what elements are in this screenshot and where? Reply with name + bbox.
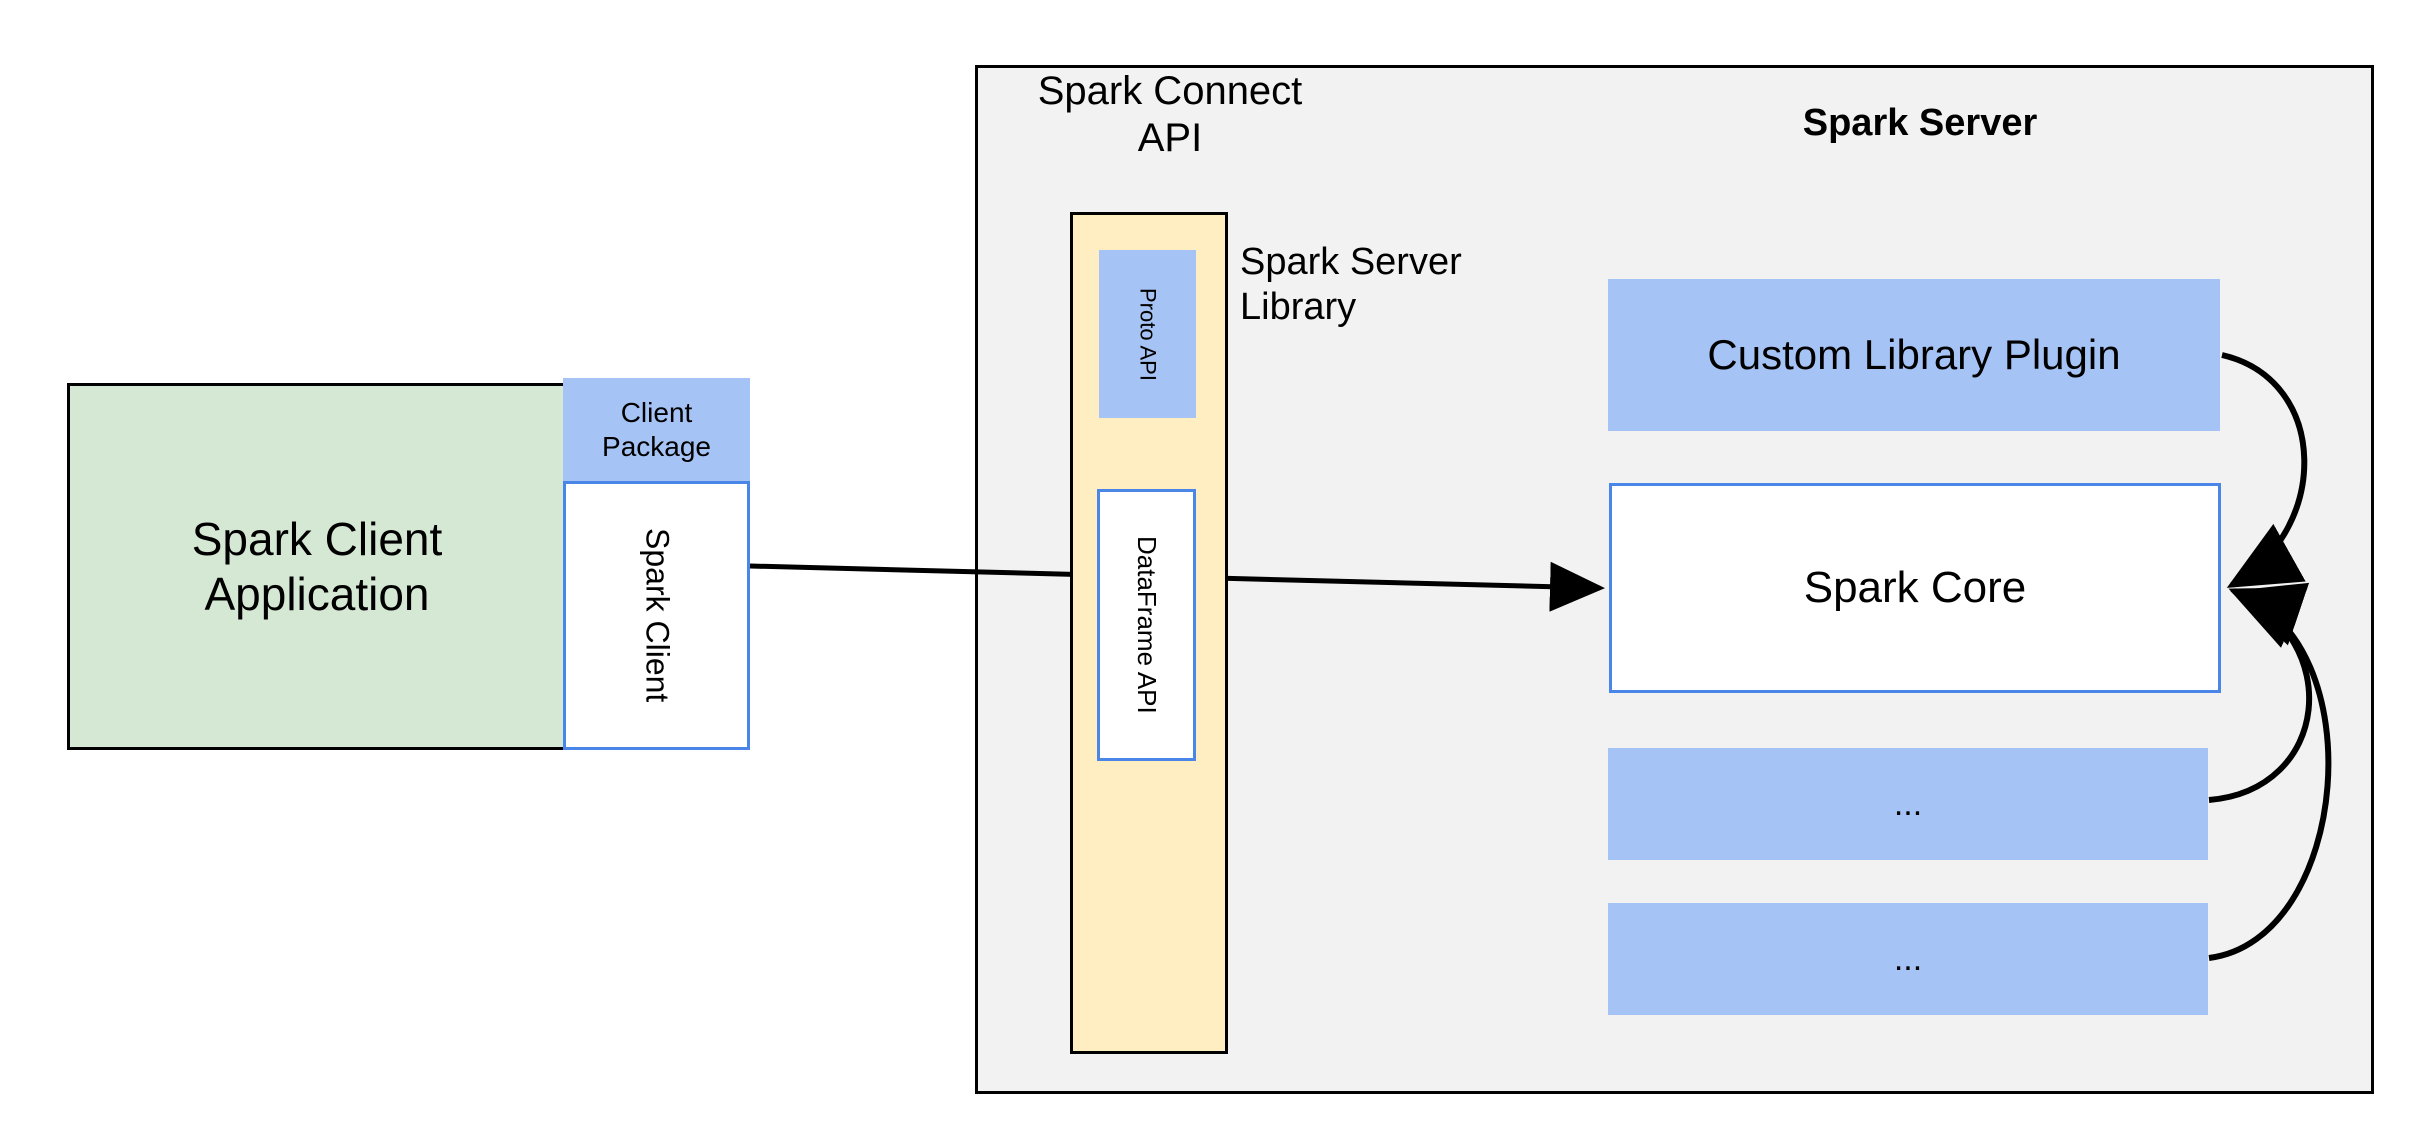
ellipsis-label-2: ...: [1893, 939, 1923, 978]
proto-api-label: Proto API: [1135, 287, 1161, 381]
ellipsis-box-1: ...: [1608, 748, 2208, 860]
spark-server-library-label-line1: Spark Server: [1240, 241, 1462, 283]
spark-connect-api-label-line2: API: [1137, 116, 1203, 161]
client-package-box: Client Package: [563, 378, 750, 481]
spark-server-library-label-line2: Library: [1240, 285, 1357, 328]
spark-client-application-box: Spark Client Application: [67, 383, 567, 750]
spark-core-label: Spark Core: [1803, 563, 2027, 613]
spark-client-label: Spark Client: [639, 528, 676, 703]
custom-library-plugin-label: Custom Library Plugin: [1707, 331, 2121, 379]
client-application-label-line2: Application: [204, 567, 430, 620]
spark-server-title: Spark Server: [1802, 101, 2038, 144]
spark-connect-api-label: Spark Connect API: [1000, 68, 1340, 160]
ellipsis-box-2: ...: [1608, 903, 2208, 1015]
client-package-label-line2: Package: [602, 430, 711, 462]
spark-client-box: Spark Client: [563, 481, 750, 750]
dataframe-api-label: DataFrame API: [1131, 536, 1162, 714]
spark-connect-api-label-line1: Spark Connect: [1037, 69, 1303, 113]
spark-server-library-label: Spark Server Library: [1240, 240, 1570, 340]
spark-core-box: Spark Core: [1609, 483, 2221, 693]
proto-api-box: Proto API: [1099, 250, 1196, 418]
client-application-label-line1: Spark Client: [191, 513, 443, 566]
ellipsis-label-1: ...: [1893, 784, 1923, 823]
custom-library-plugin-box: Custom Library Plugin: [1608, 279, 2220, 431]
dataframe-api-box: DataFrame API: [1097, 489, 1196, 761]
client-package-label-line1: Client: [620, 397, 693, 429]
